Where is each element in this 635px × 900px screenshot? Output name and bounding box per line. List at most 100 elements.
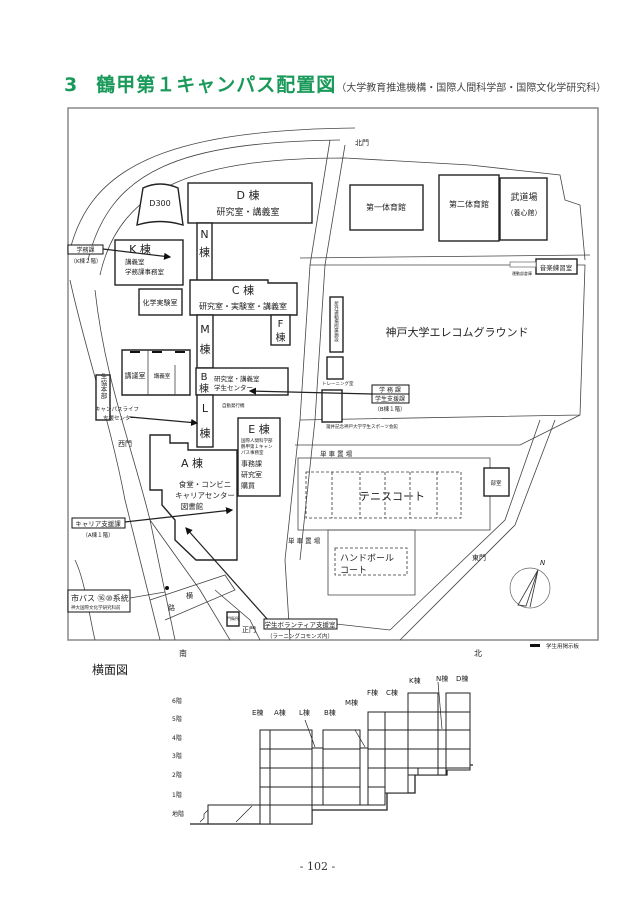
svg-text:D300: D300 bbox=[149, 199, 170, 208]
m-building: M 棟 bbox=[196, 314, 214, 369]
svg-text:テニスコート: テニスコート bbox=[359, 490, 425, 503]
floor-labels: 6階 5階 4階 3階 2階 1階 地階 bbox=[172, 697, 184, 818]
svg-text:C 棟: C 棟 bbox=[232, 283, 254, 297]
svg-text:講義室: 講義室 bbox=[154, 372, 171, 380]
svg-text:F: F bbox=[278, 319, 284, 330]
east-gate-label: 東門 bbox=[472, 553, 486, 562]
campus-life-label-2: 支援センター bbox=[103, 414, 136, 422]
svg-text:トレーニング室: トレーニング室 bbox=[322, 380, 354, 387]
roads bbox=[69, 127, 591, 641]
d-building: D 棟 研究室・講義室 bbox=[187, 182, 313, 224]
elevation-title: 横面図 bbox=[92, 663, 128, 677]
elevation-diagram bbox=[190, 681, 473, 825]
svg-text:E 棟: E 棟 bbox=[248, 422, 269, 436]
svg-text:5階: 5階 bbox=[172, 715, 182, 723]
svg-text:（K棟２階）: （K棟２階） bbox=[70, 257, 101, 265]
chemistry-lab: 化学実験室 bbox=[138, 288, 183, 316]
svg-text:市バス ⑯⑩系統: 市バス ⑯⑩系統 bbox=[71, 593, 129, 603]
svg-text:L: L bbox=[202, 402, 209, 415]
svg-text:キャリアセンター: キャリアセンター bbox=[175, 491, 235, 500]
svg-text:キャリア支援課: キャリア支援課 bbox=[75, 519, 121, 528]
kiosk-label: 自動発行機 bbox=[222, 402, 245, 409]
svg-text:M棟: M棟 bbox=[345, 698, 358, 707]
svg-text:講義室: 講義室 bbox=[125, 257, 145, 266]
svg-text:棟: 棟 bbox=[199, 245, 210, 259]
slope-label: 横 bbox=[186, 591, 193, 600]
bus-stop-icon bbox=[165, 586, 169, 590]
outdoor-facility: 屋外運動場附属施設 トレーニング室 瀧井記念神戸大学学生スポーツ会館 bbox=[321, 296, 398, 430]
f-building: F 棟 bbox=[270, 314, 291, 346]
handball-court: ハンドボール コート bbox=[327, 529, 416, 596]
svg-text:研究室・講義室: 研究室・講義室 bbox=[216, 206, 279, 218]
svg-text:学務課事務室: 学務課事務室 bbox=[125, 267, 165, 276]
map-frame bbox=[67, 107, 599, 641]
music-room: 音楽練習室 運動部倉庫 bbox=[509, 258, 578, 276]
elevation-building-labels: E棟 A棟 L棟 B棟 M棟 F棟 C棟 K棟 N棟 D棟 bbox=[252, 674, 468, 717]
svg-text:事務課: 事務課 bbox=[241, 459, 262, 468]
b-building-callout: 学 務 課 学生支援課 （B棟１階） bbox=[248, 384, 410, 413]
gakumu-callout: 学務課 （K棟２階） bbox=[67, 244, 172, 265]
slope-label-2: 路 bbox=[168, 603, 175, 612]
guard-house: 門衛所 bbox=[226, 611, 240, 627]
svg-text:（A棟１階）: （A棟１階） bbox=[82, 531, 113, 539]
tennis-court: テニスコート bbox=[297, 457, 491, 531]
section-number: 3 bbox=[64, 74, 79, 96]
svg-text:生協本部: 生協本部 bbox=[99, 372, 107, 401]
ground-label: 神戸大学エレコムグラウンド bbox=[386, 325, 529, 339]
club-room: 部室 bbox=[483, 467, 510, 497]
gym-1: 第一体育館 bbox=[349, 184, 424, 231]
svg-text:N: N bbox=[540, 559, 546, 567]
k-building: K 棟 講義室 学務課事務室 bbox=[114, 239, 184, 286]
svg-text:C棟: C棟 bbox=[386, 688, 398, 697]
svg-text:K棟: K棟 bbox=[409, 676, 421, 685]
svg-text:研究室・講義室: 研究室・講義室 bbox=[214, 374, 260, 383]
bus-stop-callout: 市バス ⑯⑩系統 神大国際文化学研究科前 bbox=[67, 586, 169, 613]
svg-text:図書館: 図書館 bbox=[181, 501, 204, 511]
svg-text:化学実験室: 化学実験室 bbox=[143, 298, 178, 307]
title-subtitle: （大学教育推進機構・国際人間科学部・国際文化学研究科） bbox=[336, 83, 607, 94]
svg-text:神大国際文化学研究科前: 神大国際文化学研究科前 bbox=[71, 604, 121, 611]
svg-text:6階: 6階 bbox=[172, 697, 182, 705]
svg-text:国際人間科学部: 国際人間科学部 bbox=[241, 437, 273, 444]
svg-text:4階: 4階 bbox=[172, 734, 182, 742]
west-gate-label: 西門 bbox=[118, 440, 132, 448]
svg-text:研究室・実験室・講義室: 研究室・実験室・講義室 bbox=[199, 301, 287, 311]
svg-text:第一体育館: 第一体育館 bbox=[366, 202, 406, 212]
bike-parking-2: 単 車 置 場 bbox=[288, 536, 321, 545]
c-building: C 棟 研究室・実験室・講義室 bbox=[189, 279, 298, 316]
main-gate-label: 正門 bbox=[242, 626, 256, 634]
north-arrow-icon: N bbox=[509, 559, 551, 609]
gym-2: 第二体育館 bbox=[438, 174, 500, 242]
svg-text:（養心館）: （養心館） bbox=[507, 208, 542, 217]
legend: 学生用掲示板 bbox=[530, 642, 580, 650]
lecture-block: 講議室 講義室 bbox=[121, 349, 191, 396]
svg-text:鶴甲第１キャン: 鶴甲第１キャン bbox=[241, 443, 273, 450]
l-building: L 棟 bbox=[196, 394, 214, 448]
career-callout: キャリア支援課 （A棟１階） bbox=[71, 507, 234, 539]
volunteer-callout: 学生ボランティア支援室 （ラーニングコモンズ内） bbox=[185, 527, 338, 640]
svg-text:食堂・コンビニ: 食堂・コンビニ bbox=[179, 479, 232, 489]
svg-text:パス事務室: パス事務室 bbox=[241, 449, 264, 456]
svg-text:（B棟１階）: （B棟１階） bbox=[374, 405, 405, 413]
campus-life-label: キャンパスライフ bbox=[95, 406, 139, 413]
svg-text:研究室: 研究室 bbox=[241, 470, 262, 479]
bike-parking-1: 単 車 置 場 bbox=[320, 449, 353, 458]
svg-text:学生センター: 学生センター bbox=[214, 383, 253, 392]
svg-text:F棟: F棟 bbox=[367, 688, 378, 697]
svg-text:N: N bbox=[200, 228, 208, 241]
page-number: - 102 - bbox=[299, 860, 336, 873]
n-building: N 棟 bbox=[196, 222, 213, 292]
svg-text:門衛所: 門衛所 bbox=[227, 615, 239, 621]
svg-text:棟: 棟 bbox=[200, 342, 211, 356]
coop-headquarters: 生協本部 bbox=[95, 372, 111, 421]
svg-text:（ラーニングコモンズ内）: （ラーニングコモンズ内） bbox=[267, 632, 333, 640]
budo-hall: 武道場 （養心館） bbox=[499, 177, 548, 241]
svg-text:M: M bbox=[200, 323, 210, 336]
svg-text:E棟: E棟 bbox=[252, 708, 263, 717]
e-building: E 棟 国際人間科学部 鶴甲第１キャン パス事務室 事務課 研究室 購買 bbox=[237, 417, 281, 497]
svg-text:L棟: L棟 bbox=[299, 708, 310, 717]
svg-text:購買: 購買 bbox=[241, 481, 255, 490]
a-building: A 棟 食堂・コンビニ キャリアセンター 図書館 bbox=[149, 434, 238, 561]
svg-text:第二体育館: 第二体育館 bbox=[449, 199, 489, 209]
